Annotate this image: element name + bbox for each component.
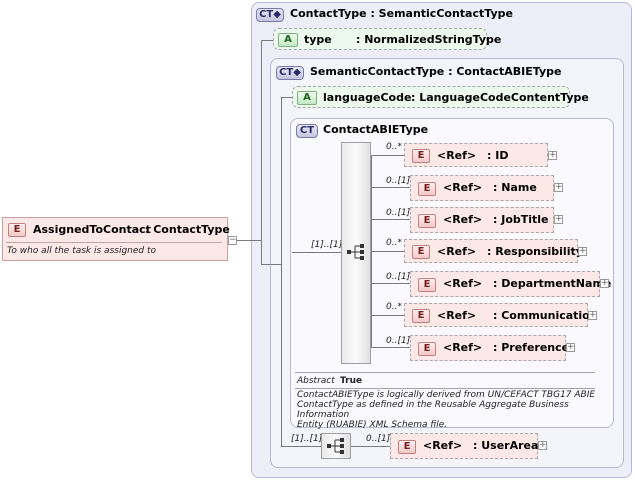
complex-type-icon: CT◆ bbox=[276, 66, 304, 80]
element-icon: E bbox=[8, 223, 26, 237]
connector-line bbox=[371, 283, 410, 284]
element-responsibility[interactable]: E <Ref> : Responsibility bbox=[404, 239, 583, 263]
plus-icon[interactable]: + bbox=[554, 182, 563, 192]
element-ref: <Ref> bbox=[437, 309, 477, 322]
annotation-divider bbox=[295, 372, 595, 373]
contact-abie-type-documentation: ContactABIEType is logically derived fro… bbox=[297, 390, 607, 430]
complex-type-icon: CT bbox=[296, 124, 318, 138]
documentation-line: Entity (RUABIE) XML Schema file. bbox=[297, 420, 448, 430]
connector-line bbox=[261, 40, 262, 264]
root-element-name: AssignedToContact bbox=[33, 223, 151, 236]
element-id[interactable]: E <Ref> : ID bbox=[404, 143, 548, 167]
element-ref: <Ref> bbox=[437, 149, 477, 162]
annotation-divider bbox=[295, 388, 595, 389]
documentation-line: ContactABIEType is logically derived fro… bbox=[297, 390, 596, 400]
connector-line bbox=[371, 155, 404, 156]
connector-line bbox=[261, 40, 273, 41]
contact-abie-type-title: ContactABIEType bbox=[323, 123, 429, 136]
contact-type-title: ContactType : SemanticContactType bbox=[290, 7, 513, 20]
attribute-name: type bbox=[304, 33, 332, 46]
element-icon: E bbox=[418, 182, 436, 196]
element-ref: <Ref> bbox=[443, 181, 483, 194]
plus-icon[interactable]: + bbox=[578, 246, 587, 256]
element-ref: <Ref> bbox=[443, 213, 483, 226]
element-cardinality: 0..* bbox=[386, 238, 402, 248]
attribute-name: languageCode bbox=[323, 91, 412, 104]
connector-line bbox=[371, 187, 410, 188]
element-name: : DepartmentName bbox=[493, 277, 612, 290]
element-department-name[interactable]: E <Ref> : DepartmentName bbox=[410, 271, 611, 297]
sequence-icon bbox=[327, 438, 345, 454]
plus-icon[interactable]: + bbox=[554, 214, 563, 224]
element-cardinality: 0..* bbox=[386, 302, 402, 312]
abstract-value: True bbox=[340, 376, 363, 386]
connector-line bbox=[281, 446, 321, 447]
sequence-icon bbox=[347, 244, 365, 260]
element-cardinality: 0..* bbox=[386, 142, 402, 152]
element-name: : Name bbox=[493, 181, 537, 194]
connector-line bbox=[351, 446, 390, 447]
connector-line bbox=[237, 240, 261, 241]
complex-type-icon: CT◆ bbox=[256, 8, 284, 22]
element-icon: E bbox=[418, 342, 436, 356]
element-cardinality: 0..[1] bbox=[386, 176, 411, 186]
element-name: : UserArea bbox=[473, 439, 539, 452]
element-preference[interactable]: E <Ref> : Preference bbox=[410, 335, 570, 361]
root-element-type: : ContactType bbox=[145, 223, 230, 236]
element-icon: E bbox=[412, 245, 430, 259]
element-job-title[interactable]: E <Ref> : JobTitle bbox=[410, 207, 554, 233]
plus-icon[interactable]: + bbox=[600, 278, 609, 288]
element-cardinality: 0..[1] bbox=[386, 336, 411, 346]
connector-line bbox=[371, 347, 410, 348]
attribute-type[interactable]: A type : NormalizedStringType bbox=[273, 28, 501, 50]
element-icon: E bbox=[412, 149, 430, 163]
element-name: : JobTitle bbox=[493, 213, 549, 226]
attribute-icon: A bbox=[297, 91, 317, 105]
attribute-type-name: : LanguageCodeContentType bbox=[411, 91, 589, 104]
plus-icon[interactable]: + bbox=[588, 310, 597, 320]
element-cardinality: 0..[1] bbox=[386, 208, 411, 218]
element-name: : Responsibility bbox=[487, 245, 583, 258]
element-communication[interactable]: E <Ref> : Communication bbox=[404, 303, 598, 327]
element-name-ref[interactable]: E <Ref> : Name bbox=[410, 175, 554, 201]
connector-line bbox=[261, 264, 282, 265]
element-icon: E bbox=[418, 278, 436, 292]
element-name: : Communication bbox=[493, 309, 598, 322]
plus-icon[interactable]: + bbox=[538, 440, 547, 450]
element-icon: E bbox=[412, 309, 430, 323]
connector-line bbox=[292, 252, 342, 253]
attribute-language-code[interactable]: A languageCode : LanguageCodeContentType bbox=[292, 86, 589, 108]
element-ref: <Ref> bbox=[443, 277, 483, 290]
connector-line bbox=[281, 97, 292, 98]
attribute-icon: A bbox=[278, 33, 298, 47]
element-user-area[interactable]: E <Ref> : UserArea bbox=[390, 433, 538, 459]
connector-line bbox=[371, 315, 404, 316]
documentation-line: ContactType as defined in the Reusable A… bbox=[297, 400, 569, 420]
sequence-compositor[interactable] bbox=[341, 142, 371, 364]
root-documentation: To who all the task is assigned to bbox=[7, 246, 157, 256]
element-ref: <Ref> bbox=[423, 439, 463, 452]
attribute-type-name: : NormalizedStringType bbox=[356, 33, 502, 46]
connector-line bbox=[371, 219, 410, 220]
sequence-cardinality: [1]..[1] bbox=[311, 240, 343, 250]
plus-icon[interactable]: + bbox=[566, 342, 575, 352]
connector-line bbox=[371, 251, 404, 252]
element-name: : Preference bbox=[493, 341, 570, 354]
plus-icon[interactable]: + bbox=[548, 150, 557, 160]
connector-line bbox=[281, 97, 282, 446]
minus-icon[interactable]: − bbox=[228, 235, 237, 245]
element-cardinality: 0..[1] bbox=[386, 272, 411, 282]
element-ref: <Ref> bbox=[437, 245, 477, 258]
element-icon: E bbox=[418, 214, 436, 228]
sequence-cardinality: [1]..[1] bbox=[291, 434, 323, 444]
element-icon: E bbox=[398, 440, 416, 454]
element-cardinality: 0..[1] bbox=[366, 434, 391, 444]
root-divider bbox=[6, 242, 222, 243]
semantic-contact-type-title: SemanticContactType : ContactABIEType bbox=[310, 65, 562, 78]
root-element[interactable]: E AssignedToContact : ContactType To who… bbox=[2, 217, 230, 261]
element-ref: <Ref> bbox=[443, 341, 483, 354]
abstract-label: Abstract bbox=[297, 376, 335, 386]
element-name: : ID bbox=[487, 149, 509, 162]
